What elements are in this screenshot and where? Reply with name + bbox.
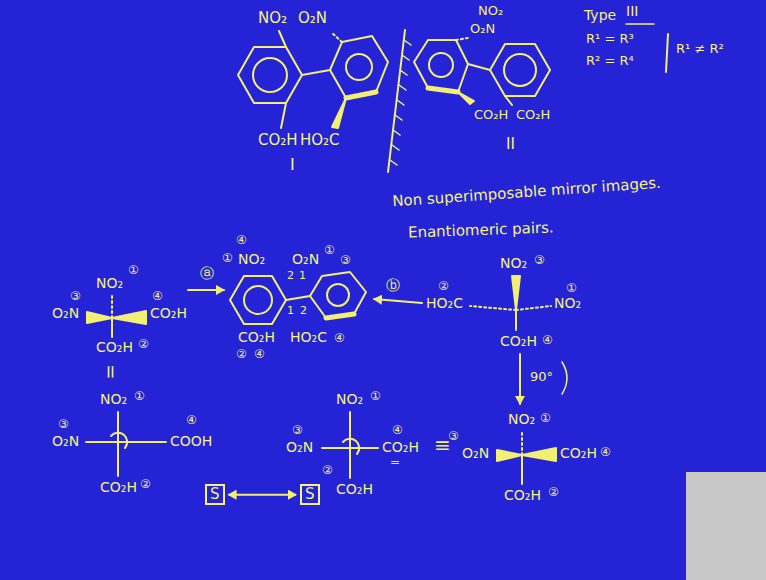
- chem-label: ②: [548, 486, 559, 499]
- chem-label: ⓐ: [200, 266, 214, 281]
- chem-label: ③: [292, 424, 303, 437]
- equivalence-arrow: [229, 494, 296, 496]
- config-box: S: [300, 484, 320, 505]
- chem-label: ④: [152, 290, 163, 303]
- chem-label: ①: [324, 244, 335, 257]
- chem-label: CO₂H: [238, 330, 275, 345]
- chem-label: ②: [322, 464, 333, 477]
- chem-label: =: [102, 364, 122, 379]
- chem-label: R¹ = R³: [586, 32, 634, 46]
- chem-label: 2: [287, 270, 294, 282]
- chem-label: CO₂H: [150, 306, 187, 321]
- chem-label: ④: [334, 332, 345, 345]
- chem-label: II: [506, 136, 515, 153]
- chem-label: ②: [438, 280, 449, 293]
- chem-label: =: [390, 456, 400, 469]
- chem-label: NO₂: [336, 392, 363, 407]
- chem-label: CO₂H: [504, 488, 541, 503]
- chem-label: NO₂: [100, 392, 127, 407]
- chem-label: ③: [58, 418, 69, 431]
- chem-label: 90°: [530, 370, 553, 384]
- chem-label: 1: [287, 305, 294, 317]
- chem-label: ④: [254, 348, 265, 361]
- chem-label: HO₂C: [426, 296, 463, 311]
- chem-label: NO₂: [96, 276, 123, 291]
- chem-label: ②: [140, 478, 151, 491]
- chem-label: O₂N: [298, 10, 327, 27]
- chem-label: CO₂H: [336, 482, 373, 497]
- chem-label: ①: [566, 282, 577, 295]
- chem-label: CO₂H: [100, 480, 137, 495]
- chem-label: Enantiomeric pairs.: [408, 219, 554, 241]
- chem-label: O₂N: [292, 252, 319, 267]
- chem-label: CO₂H: [258, 132, 298, 149]
- chem-label: ①: [222, 252, 233, 265]
- chem-label: III: [626, 4, 638, 19]
- chem-label: ④: [392, 424, 403, 437]
- chem-label: O₂N: [52, 434, 79, 449]
- chem-label: ③: [534, 254, 545, 267]
- chem-label: HO₂C: [290, 330, 327, 345]
- chem-label: NO₂: [258, 10, 287, 27]
- chem-label: O₂N: [462, 446, 489, 461]
- chem-label: ①: [370, 390, 381, 403]
- chem-label: CO₂H: [96, 340, 133, 355]
- chem-label: NO₂: [508, 412, 535, 427]
- chem-label: NO₂: [238, 252, 265, 267]
- chem-label: NO₂: [478, 4, 503, 18]
- chem-label: CO₂H: [382, 440, 419, 455]
- config-letter: S: [305, 485, 315, 503]
- chem-label: ①: [134, 390, 145, 403]
- chem-label: NO₂: [500, 256, 527, 271]
- chem-label: HO₂C: [300, 132, 340, 149]
- chem-label: ⓑ: [386, 278, 400, 293]
- chem-label: Type: [584, 8, 616, 23]
- chem-label: ①: [540, 412, 551, 425]
- chem-label: Non superimposable mirror images.: [392, 175, 662, 210]
- chem-label: O₂N: [52, 306, 79, 321]
- chem-label: ④: [236, 234, 247, 247]
- chem-label: ③: [340, 254, 351, 267]
- chem-label: 2: [300, 305, 307, 317]
- chem-label: ④: [186, 414, 197, 427]
- chem-label: NO₂: [554, 296, 581, 311]
- chem-label: CO₂H: [500, 334, 537, 349]
- chem-label: O₂N: [286, 440, 313, 455]
- chem-label: O₂N: [470, 22, 495, 36]
- chem-label: ②: [138, 338, 149, 351]
- config-box: S: [205, 484, 225, 505]
- chem-label: R¹ ≠ R²: [676, 42, 724, 56]
- chem-label: CO₂H: [474, 108, 508, 122]
- chem-label: ①: [128, 264, 139, 277]
- chem-label: ④: [600, 446, 611, 459]
- chem-label: 1: [299, 270, 306, 282]
- chem-label: I: [290, 156, 295, 174]
- chem-label: ③: [70, 290, 81, 303]
- chem-label: CO₂H: [516, 108, 550, 122]
- chem-label: ③: [448, 430, 459, 443]
- config-letter: S: [210, 485, 220, 503]
- chem-label: R² = R⁴: [586, 54, 634, 68]
- chem-label: COOH: [170, 434, 212, 449]
- chem-label: ④: [542, 334, 553, 347]
- chem-label: CO₂H: [560, 446, 597, 461]
- chem-label: ②: [236, 348, 247, 361]
